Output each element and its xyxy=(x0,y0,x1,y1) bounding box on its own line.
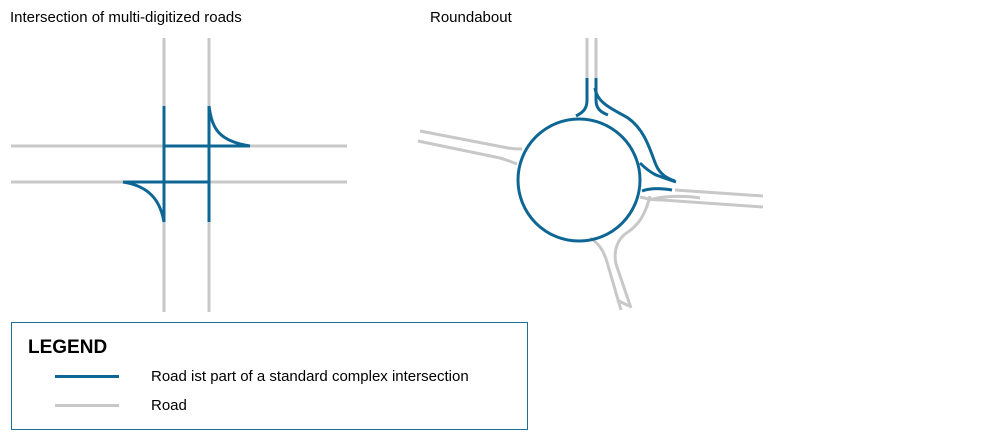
legend: LEGEND Road ist part of a standard compl… xyxy=(11,322,528,430)
road-west-upper xyxy=(419,129,523,151)
roundabout-ring xyxy=(516,117,642,243)
complex-road-north-outer xyxy=(593,87,676,183)
legend-label-road: Road xyxy=(151,397,187,414)
intersection-diagram xyxy=(11,38,347,312)
road-east-curve xyxy=(649,194,701,202)
intersection-title: Intersection of multi-digitized roads xyxy=(10,9,242,26)
legend-item-complex-road: Road ist part of a standard complex inte… xyxy=(12,367,527,387)
complex-road-east-in xyxy=(638,161,677,184)
roundabout-title: Roundabout xyxy=(430,9,512,26)
complex-road-slip-bottom xyxy=(122,180,166,223)
complex-road-north-out xyxy=(594,78,609,117)
road-west-lower xyxy=(417,139,518,166)
complex-road-slip-top xyxy=(207,105,251,148)
road-east-upper xyxy=(674,188,764,198)
legend-item-road: Road xyxy=(12,396,527,416)
complex-road-swatch xyxy=(55,375,119,378)
road-swatch xyxy=(55,404,119,407)
roundabout-diagram xyxy=(417,38,764,311)
road-south-right xyxy=(613,195,652,309)
legend-title: LEGEND xyxy=(28,337,108,358)
complex-road-north-in xyxy=(575,78,589,118)
complex-road-east-out xyxy=(641,187,673,193)
legend-label-complex-road: Road ist part of a standard complex inte… xyxy=(151,368,469,385)
